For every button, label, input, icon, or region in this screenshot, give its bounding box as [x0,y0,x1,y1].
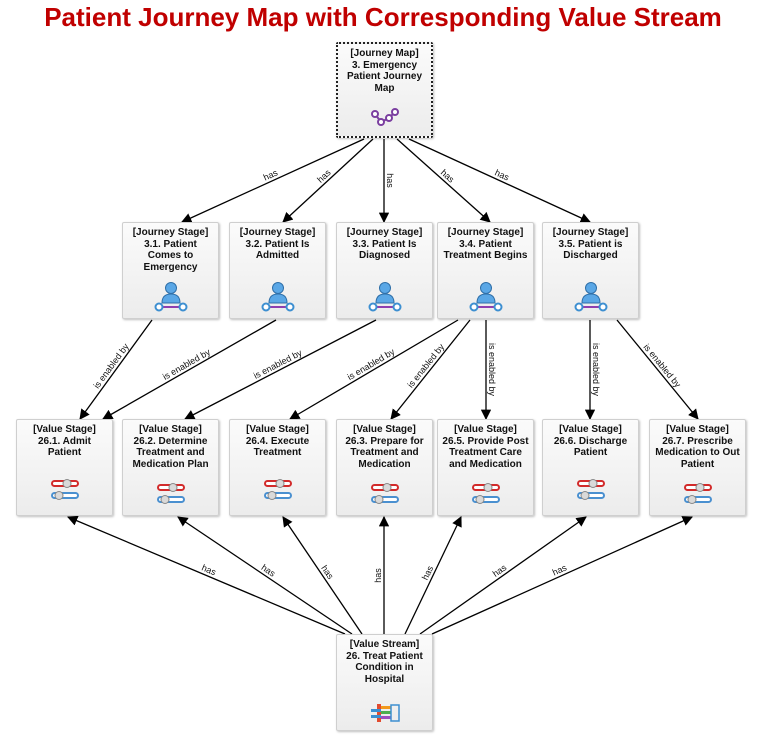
edge-has-label: has [200,563,218,578]
edge-enabled-by-line [289,319,459,420]
toggle-sliders-icon [156,482,186,511]
edge-enabled-by-label: is enabled by [405,342,446,390]
edge-enabled-by-label: is enabled by [487,343,497,397]
toggle-sliders-icon [471,482,501,511]
edge-enabled-by-label: is enabled by [641,342,683,390]
edge-has-line [408,138,591,223]
edge-has-label: has [319,563,336,581]
value-stage-label: [Value Stage] 26.5. Provide Post Treatme… [442,424,529,470]
journey-stage-label: [Journey Stage] 3.2. Patient Is Admitted [239,227,316,261]
edge-has-label: has [262,167,280,182]
journey-map-node[interactable]: [Journey Map] 3. Emergency Patient Journ… [336,42,433,138]
edge-has-line [282,138,374,223]
journey-map-icon [370,108,399,131]
value-stage-node[interactable]: [Value Stage] 26.1. Admit Patient [16,419,113,516]
edge-enabled-by-line [184,319,377,420]
person-stage-icon [469,281,503,318]
edge-has-label: has [493,167,511,182]
edge-enabled-by-label: is enabled by [591,343,601,397]
value-stage-label: [Value Stage] 26.4. Execute Treatment [245,424,310,458]
edge-enabled-by-line [616,319,699,420]
journey-stage-node[interactable]: [Journey Stage] 3.1. Patient Comes to Em… [122,222,219,319]
toggle-sliders-icon [50,478,80,507]
value-stage-node[interactable]: [Value Stage] 26.3. Prepare for Treatmen… [336,419,433,516]
edge-has-label: has [373,568,383,583]
journey-map-label: [Journey Map] 3. Emergency Patient Journ… [346,48,423,94]
edge-enabled-by-line [79,319,153,420]
edge-enabled-by-label: is enabled by [346,346,397,382]
edge-enabled-by-label: is enabled by [161,347,212,382]
edge-has-line [67,515,346,635]
journey-stage-label: [Journey Stage] 3.1. Patient Comes to Em… [132,227,209,273]
edge-enabled-by-label: is enabled by [92,341,132,390]
edge-has-line [396,138,491,223]
toggle-sliders-icon [263,478,293,507]
journey-stage-label: [Journey Stage] 3.4. Patient Treatment B… [443,227,528,261]
value-stream-icon [369,701,401,730]
journey-stage-node[interactable]: [Journey Stage] 3.3. Patient Is Diagnose… [336,222,433,319]
journey-stage-node[interactable]: [Journey Stage] 3.5. Patient is Discharg… [542,222,639,319]
edge-has-line [419,516,587,635]
edge-has-line [431,516,693,635]
journey-stage-label: [Journey Stage] 3.3. Patient Is Diagnose… [346,227,423,261]
journey-stage-node[interactable]: [Journey Stage] 3.2. Patient Is Admitted [229,222,326,319]
value-stage-label: [Value Stage] 26.6. Discharge Patient [553,424,628,458]
value-stage-label: [Value Stage] 26.2. Determine Treatment … [132,424,209,470]
toggle-sliders-icon [683,482,713,511]
person-stage-icon [574,281,608,318]
edge-has-label: has [420,564,436,582]
value-stream-label: [Value Stream] 26. Treat Patient Conditi… [346,639,423,685]
edge-has-label: has [551,562,569,577]
value-stage-node[interactable]: [Value Stage] 26.4. Execute Treatment [229,419,326,516]
person-stage-icon [154,281,188,318]
person-stage-icon [368,281,402,318]
edge-has-line [282,516,363,635]
edge-has-line [177,516,353,635]
page-title: Patient Journey Map with Corresponding V… [44,2,722,32]
edge-has-line [404,516,462,635]
edge-has-label: has [260,562,278,579]
value-stage-label: [Value Stage] 26.7. Prescribe Medication… [655,424,740,470]
value-stage-node[interactable]: [Value Stage] 26.7. Prescribe Medication… [649,419,746,516]
edge-enabled-by-line [102,319,277,420]
value-stage-label: [Value Stage] 26.3. Prepare for Treatmen… [345,424,424,470]
edge-has-label: has [491,562,509,579]
journey-stage-node[interactable]: [Journey Stage] 3.4. Patient Treatment B… [437,222,534,319]
value-stage-node[interactable]: [Value Stage] 26.2. Determine Treatment … [122,419,219,516]
value-stage-node[interactable]: [Value Stage] 26.5. Provide Post Treatme… [437,419,534,516]
value-stage-label: [Value Stage] 26.1. Admit Patient [33,424,96,458]
edge-has-line [181,138,365,223]
edge-enabled-by-line [390,319,471,420]
toggle-sliders-icon [576,478,606,507]
person-stage-icon [261,281,295,318]
value-stream-node[interactable]: [Value Stream] 26. Treat Patient Conditi… [336,634,433,731]
edge-has-label: has [385,173,395,188]
edge-has-label: has [439,167,457,184]
value-stage-node[interactable]: [Value Stage] 26.6. Discharge Patient [542,419,639,516]
edge-enabled-by-label: is enabled by [252,347,304,381]
toggle-sliders-icon [370,482,400,511]
edge-has-label: has [315,167,333,185]
journey-stage-label: [Journey Stage] 3.5. Patient is Discharg… [552,227,629,261]
